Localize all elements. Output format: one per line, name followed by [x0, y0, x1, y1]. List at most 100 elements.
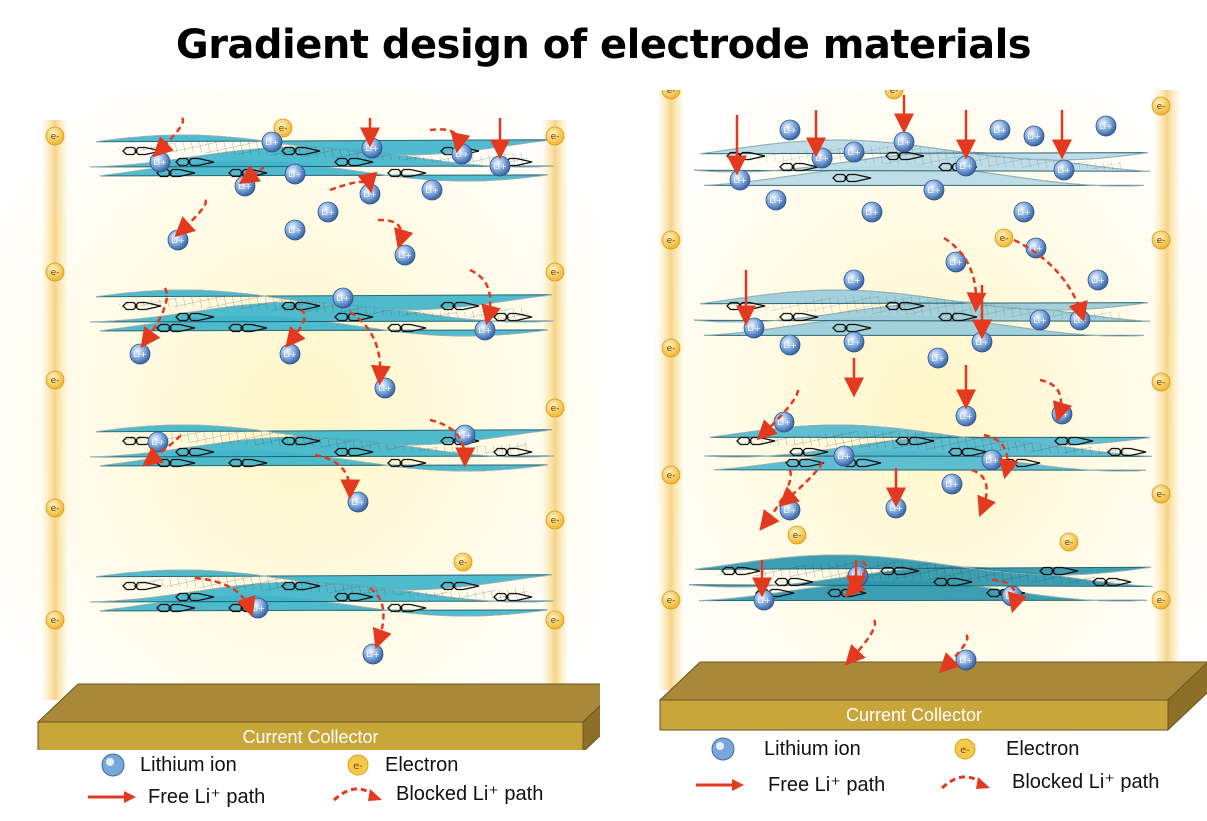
electron-sphere	[1151, 230, 1171, 250]
graphene-flake	[175, 157, 191, 167]
blocked-path-arrow	[140, 287, 168, 349]
graphene-flake	[334, 592, 350, 602]
lithium-ion-icon	[101, 753, 125, 777]
lithium-ion: Li+	[362, 643, 384, 665]
lithium-ion: Li+	[489, 155, 511, 177]
electron-sphere	[45, 610, 65, 630]
lithium-ion-sphere	[779, 119, 801, 141]
electron-sphere	[545, 126, 565, 146]
graphene-flake	[387, 168, 403, 178]
electron-label: e-	[279, 124, 288, 134]
electron-label: e-	[551, 516, 560, 526]
lithium-ion-label: Li+	[959, 162, 972, 171]
lithium-ion-icon	[711, 737, 735, 761]
graphene-flake	[334, 312, 350, 322]
lithium-ion: Li+	[1025, 237, 1047, 259]
graphene-flake	[791, 312, 819, 322]
electron-label: e-	[667, 90, 676, 96]
graphene-flake	[440, 581, 456, 591]
collector-label: Current Collector	[242, 727, 378, 747]
graphene-flake	[156, 168, 172, 178]
background-glow	[0, 90, 600, 750]
graphene-flake	[897, 151, 925, 161]
left-legend: Lithium ion e- Electron Free Li⁺ path Bl…	[0, 746, 600, 816]
electron-sphere	[1151, 372, 1171, 392]
graphene-flake	[175, 592, 191, 602]
lithium-ion-label: Li+	[985, 456, 998, 465]
electron-label: e-	[51, 504, 60, 514]
lithium-ion-sphere	[1053, 159, 1075, 181]
lithium-ion: Li+	[753, 589, 775, 611]
lithium-ion-label: Li+	[493, 162, 506, 171]
electron-label: e-	[1157, 102, 1166, 112]
collector-front	[659, 699, 1169, 731]
electron: e-	[453, 552, 473, 572]
electron: e-	[1151, 484, 1171, 504]
graphene-flake	[399, 458, 427, 468]
electrode-layer-3	[89, 424, 555, 472]
electron-icon: e-	[954, 738, 976, 760]
blocked-path-arrow	[1039, 378, 1073, 423]
electron-sphere	[994, 228, 1014, 248]
electron-sphere	[1059, 532, 1079, 552]
graphene-flake	[1104, 577, 1132, 587]
graphene-flake	[493, 592, 509, 602]
lithium-ion-label: Li+	[959, 656, 972, 665]
blocked-path-arrow	[845, 560, 868, 598]
lithium-ion-sphere	[129, 343, 151, 365]
graphene-flake	[334, 157, 350, 167]
blocked-path-arrow	[314, 453, 361, 500]
blocked-path-arrow	[756, 389, 800, 441]
lithium-ion: Li+	[421, 179, 443, 201]
electron-sphere	[545, 610, 565, 630]
graphene-flake	[168, 603, 196, 613]
lithium-ion-label: Li+	[783, 126, 796, 135]
blocked-path-arrow	[194, 576, 256, 618]
lithium-ion-label: Li+	[133, 350, 146, 359]
lithium-ion: Li+	[454, 424, 476, 446]
electron-label: e-	[1065, 538, 1074, 548]
graphene-flake	[1039, 566, 1055, 576]
collector-front	[37, 721, 584, 750]
blocked-path-arrow	[971, 468, 996, 517]
graphene-flake	[1051, 566, 1079, 576]
graphene-flake	[346, 157, 374, 167]
blocked-path-arrow	[174, 198, 208, 238]
lithium-ion: Li+	[149, 151, 171, 173]
legend-blocked-path: Blocked Li⁺ path	[330, 780, 543, 806]
lithium-ion-label: Li+	[151, 438, 164, 447]
lithium-ion-sphere	[1013, 201, 1035, 223]
graphene-mesh	[110, 141, 530, 165]
electron-label: e-	[890, 90, 899, 96]
graphene-flake	[907, 436, 935, 446]
graphene-mesh	[714, 296, 1124, 320]
electrode-layer-3	[703, 424, 1153, 472]
lithium-ion: Li+	[955, 405, 977, 427]
graphene-flake	[293, 146, 321, 156]
lithium-ion-label: Li+	[847, 338, 860, 347]
lithium-ion: Li+	[765, 189, 787, 211]
lithium-ion: Li+	[833, 445, 855, 467]
lithium-ion-label: Li+	[927, 186, 940, 195]
graphene-flake	[134, 301, 162, 311]
electron: e-	[661, 590, 681, 610]
lithium-ion-label: Li+	[1033, 316, 1046, 325]
electron-label: e-	[1157, 490, 1166, 500]
graphene-flake	[832, 173, 848, 183]
lithium-ion-label: Li+	[815, 154, 828, 163]
lithium-ion-sphere	[779, 334, 801, 356]
graphene-flake	[122, 581, 138, 591]
lithium-ion-sphere	[941, 473, 963, 495]
lithium-ion: Li+	[1029, 309, 1051, 331]
graphene-flake	[801, 447, 829, 457]
legend-lithium-ion-label: Lithium ion	[140, 753, 237, 776]
graphene-flake	[387, 603, 403, 613]
electron: e-	[994, 228, 1014, 248]
legend-lithium-ion-label: Lithium ion	[764, 737, 861, 760]
lithium-ion: Li+	[743, 317, 765, 339]
graphene-flake	[832, 323, 848, 333]
electron: e-	[45, 262, 65, 282]
electron-sphere	[661, 465, 681, 485]
graphene-flake	[122, 146, 138, 156]
